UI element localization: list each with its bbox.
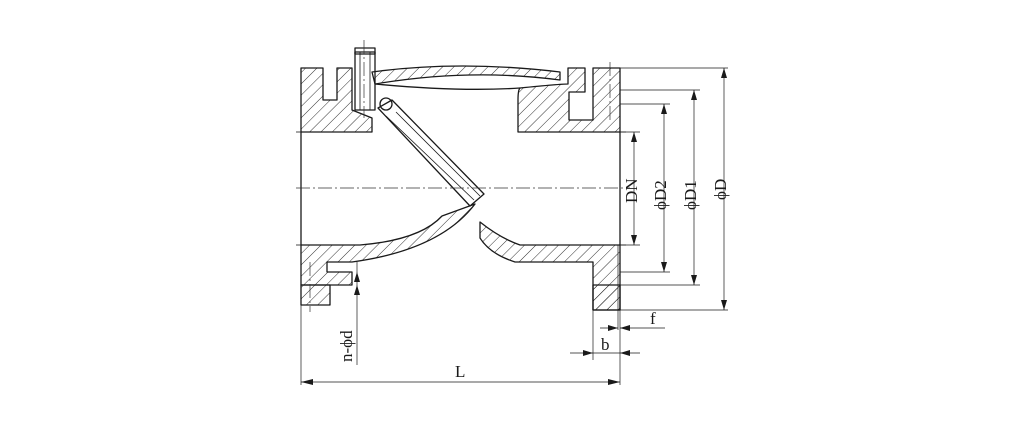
label-n-phi-d: n-ϕd xyxy=(337,330,356,362)
label-phi-d1: ϕD1 xyxy=(681,180,700,210)
label-b: b xyxy=(601,335,610,354)
lower-right-stud xyxy=(592,284,621,311)
flange-dimensions xyxy=(570,245,665,385)
label-l: L xyxy=(455,362,465,381)
label-phi-d: ϕD xyxy=(711,179,730,200)
upper-left-flange xyxy=(300,67,373,133)
plug-bolt xyxy=(354,51,376,111)
lower-left-flange xyxy=(300,203,476,286)
bolt-and-length-dimensions xyxy=(300,262,620,385)
valve-body xyxy=(296,47,626,311)
swing-disc xyxy=(377,99,485,207)
diameter-dimensions xyxy=(620,67,728,311)
hinge-pin xyxy=(379,97,393,111)
upper-right-flange xyxy=(517,67,621,133)
cover-underside xyxy=(374,83,521,90)
label-f: f xyxy=(650,309,656,328)
lower-left-stud xyxy=(300,284,331,306)
valve-cover xyxy=(371,65,561,85)
label-dn: DN xyxy=(622,178,641,203)
label-phi-d2: ϕD2 xyxy=(651,180,670,210)
